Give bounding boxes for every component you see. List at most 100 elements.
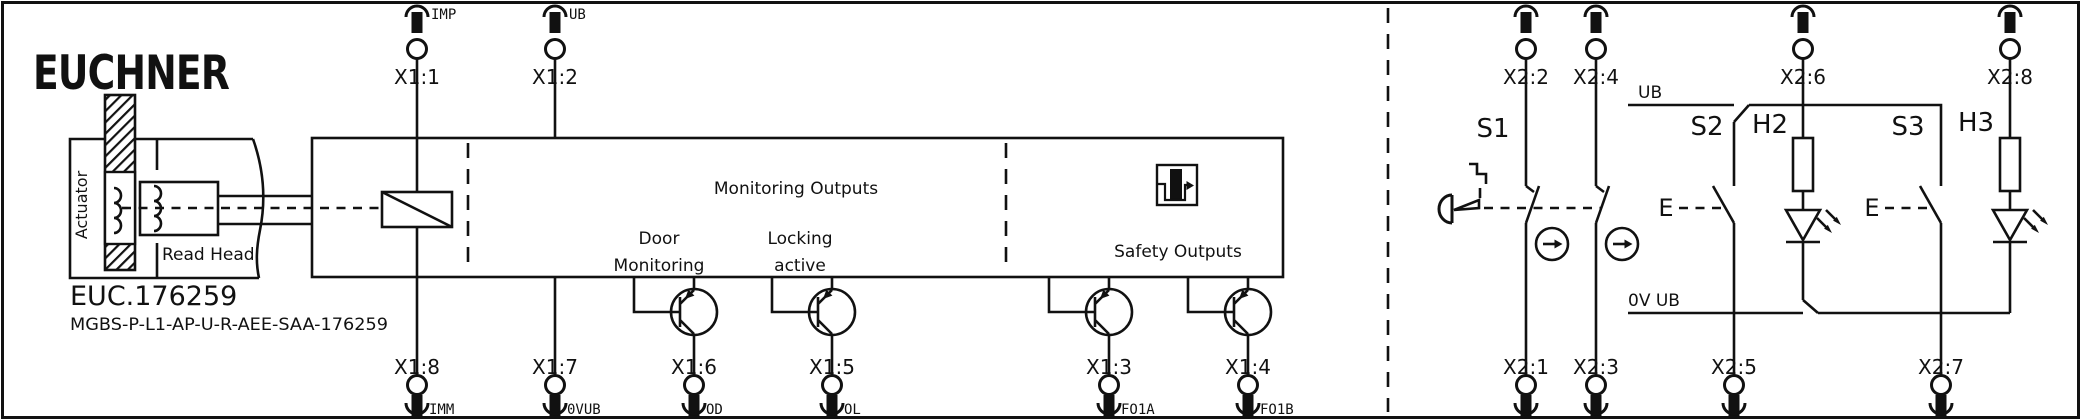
- connector-pin-icon: [1583, 4, 1609, 60]
- transistor-fo1a: [1047, 277, 1134, 376]
- signal-label: FO1A: [1121, 402, 1155, 418]
- read-head-housing-break-edge: [251, 138, 265, 279]
- terminal-label: X2:1: [1503, 355, 1549, 379]
- switch-s1: S1: [1437, 58, 1640, 376]
- output-transistors: [632, 277, 1273, 376]
- transistor-ol: [770, 277, 857, 376]
- ub-rail-line: [1628, 103, 1943, 186]
- positive-opening-icon: [1534, 226, 1570, 262]
- connector-pin-icon: [1096, 374, 1122, 418]
- transistor-icon: [1084, 287, 1134, 337]
- s3-label: S3: [1891, 112, 1924, 142]
- connector-pin-icon: [404, 374, 430, 418]
- terminal-label: X1:6: [671, 355, 717, 379]
- s2-label: S2: [1690, 112, 1723, 142]
- terminal-x1-5: X1:5 OL: [809, 355, 861, 418]
- connector-pin-icon: [542, 374, 568, 418]
- signal-label: IMM: [429, 402, 454, 418]
- s3-release-label: E: [1864, 194, 1879, 222]
- connector-pin-icon: [1790, 4, 1816, 60]
- signal-label: IMP: [431, 7, 456, 23]
- s1-label: S1: [1476, 114, 1509, 144]
- terminal-label: X2:3: [1573, 355, 1619, 379]
- locking-active-label-2: active: [774, 256, 826, 276]
- resistor-icon: [1791, 136, 1815, 193]
- order-number: EUC.176259: [70, 281, 237, 312]
- nc-contact-icon: [1524, 184, 1541, 225]
- terminal-x1-6: X1:6 OD: [671, 355, 723, 418]
- indicator-h2: H2: [1752, 58, 1843, 314]
- evaluation-box: Monitoring Outputs Door Monitoring Locki…: [310, 136, 1285, 376]
- connector-pin-icon: [819, 374, 845, 418]
- door-handle-actuator-icon: [1437, 162, 1488, 225]
- terminal-x1-8: X1:8 IMM: [394, 355, 454, 418]
- terminal-label: X1:7: [532, 355, 578, 379]
- safety-outputs-label: Safety Outputs: [1114, 242, 1242, 262]
- terminal-label: X1:5: [809, 355, 855, 379]
- terminal-x2-3: X2:3: [1573, 355, 1619, 418]
- h2-label: H2: [1752, 110, 1788, 140]
- ub-rail-label: UB: [1638, 83, 1662, 103]
- positive-opening-icon: [1604, 226, 1640, 262]
- terminal-x1-1: X1:1 IMP: [394, 4, 456, 138]
- signal-label: 0VUB: [567, 402, 601, 418]
- signal-label: OL: [844, 402, 861, 418]
- h3-label: H3: [1958, 108, 1994, 138]
- transistor-icon: [669, 287, 719, 337]
- indicator-h3: H3: [1958, 58, 2050, 313]
- read-head-wires: [218, 194, 312, 226]
- transistor-od: [632, 277, 719, 376]
- nc-contact-icon: [1594, 184, 1611, 225]
- zero-volt-rail: 0V UB: [1628, 291, 2010, 315]
- read-head-label: Read Head: [162, 245, 255, 265]
- relay-diagonal: [381, 190, 453, 229]
- signal-label: UB: [569, 7, 586, 23]
- read-head-housing: [68, 137, 259, 280]
- signal-label: FO1B: [1260, 402, 1294, 418]
- door-monitoring-label-1: Door: [639, 229, 680, 249]
- resistor-icon: [1998, 136, 2022, 193]
- switch-s2: S2 E: [1658, 112, 1736, 376]
- monitoring-outputs-label: Monitoring Outputs: [714, 179, 878, 199]
- terminal-x1-4: X1:4 FO1B: [1225, 355, 1294, 418]
- h2-wire: [1801, 58, 1819, 314]
- connector-pin-icon: [1997, 4, 2023, 60]
- connector-pin-icon: [1928, 374, 1954, 418]
- connector-pin-icon: [1583, 374, 1609, 418]
- terminal-x2-1: X2:1: [1503, 355, 1549, 418]
- brand-logo: EUCHNER: [33, 46, 230, 101]
- terminal-label: X1:4: [1225, 355, 1271, 379]
- connector-pin-icon: [1721, 374, 1747, 418]
- led-icon: [1784, 208, 1843, 244]
- connector-pin-icon: [404, 4, 430, 60]
- transistor-icon: [807, 287, 857, 337]
- transistor-icon: [1223, 287, 1273, 337]
- led-icon: [1991, 208, 2050, 244]
- type-code: MGBS-P-L1-AP-U-R-AEE-SAA-176259: [70, 315, 388, 334]
- no-contact-icon: [1711, 184, 1736, 225]
- read-head-assembly: Actuator Read Head: [68, 93, 312, 280]
- terminal-label: X1:3: [1086, 355, 1132, 379]
- terminal-label: X1:1: [394, 65, 440, 89]
- guard-locking-icon: [1155, 163, 1199, 207]
- s2-release-label: E: [1658, 194, 1673, 222]
- terminal-x2-7: X2:7: [1918, 355, 1964, 418]
- terminal-x1-2: X1:2 UB: [532, 4, 586, 138]
- terminal-label: X1:8: [394, 355, 440, 379]
- locking-active-label-1: Locking: [767, 229, 832, 249]
- terminal-x2-5: X2:5: [1711, 355, 1757, 418]
- switch-s3: S3 E: [1864, 112, 1943, 376]
- terminal-label: X1:2: [532, 65, 578, 89]
- connector-pin-icon: [542, 4, 568, 60]
- connector-pin-icon: [1235, 374, 1261, 418]
- terminal-x1-3: X1:3 FO1A: [1086, 355, 1155, 418]
- connector-pin-icon: [1513, 374, 1539, 418]
- terminal-x1-7: X1:7 0VUB: [532, 355, 601, 418]
- actuator-coil-icon: [113, 186, 123, 235]
- no-contact-icon: [1918, 184, 1943, 225]
- door-monitoring-label-2: Monitoring: [614, 256, 705, 276]
- ub-rail: UB: [1628, 83, 1943, 186]
